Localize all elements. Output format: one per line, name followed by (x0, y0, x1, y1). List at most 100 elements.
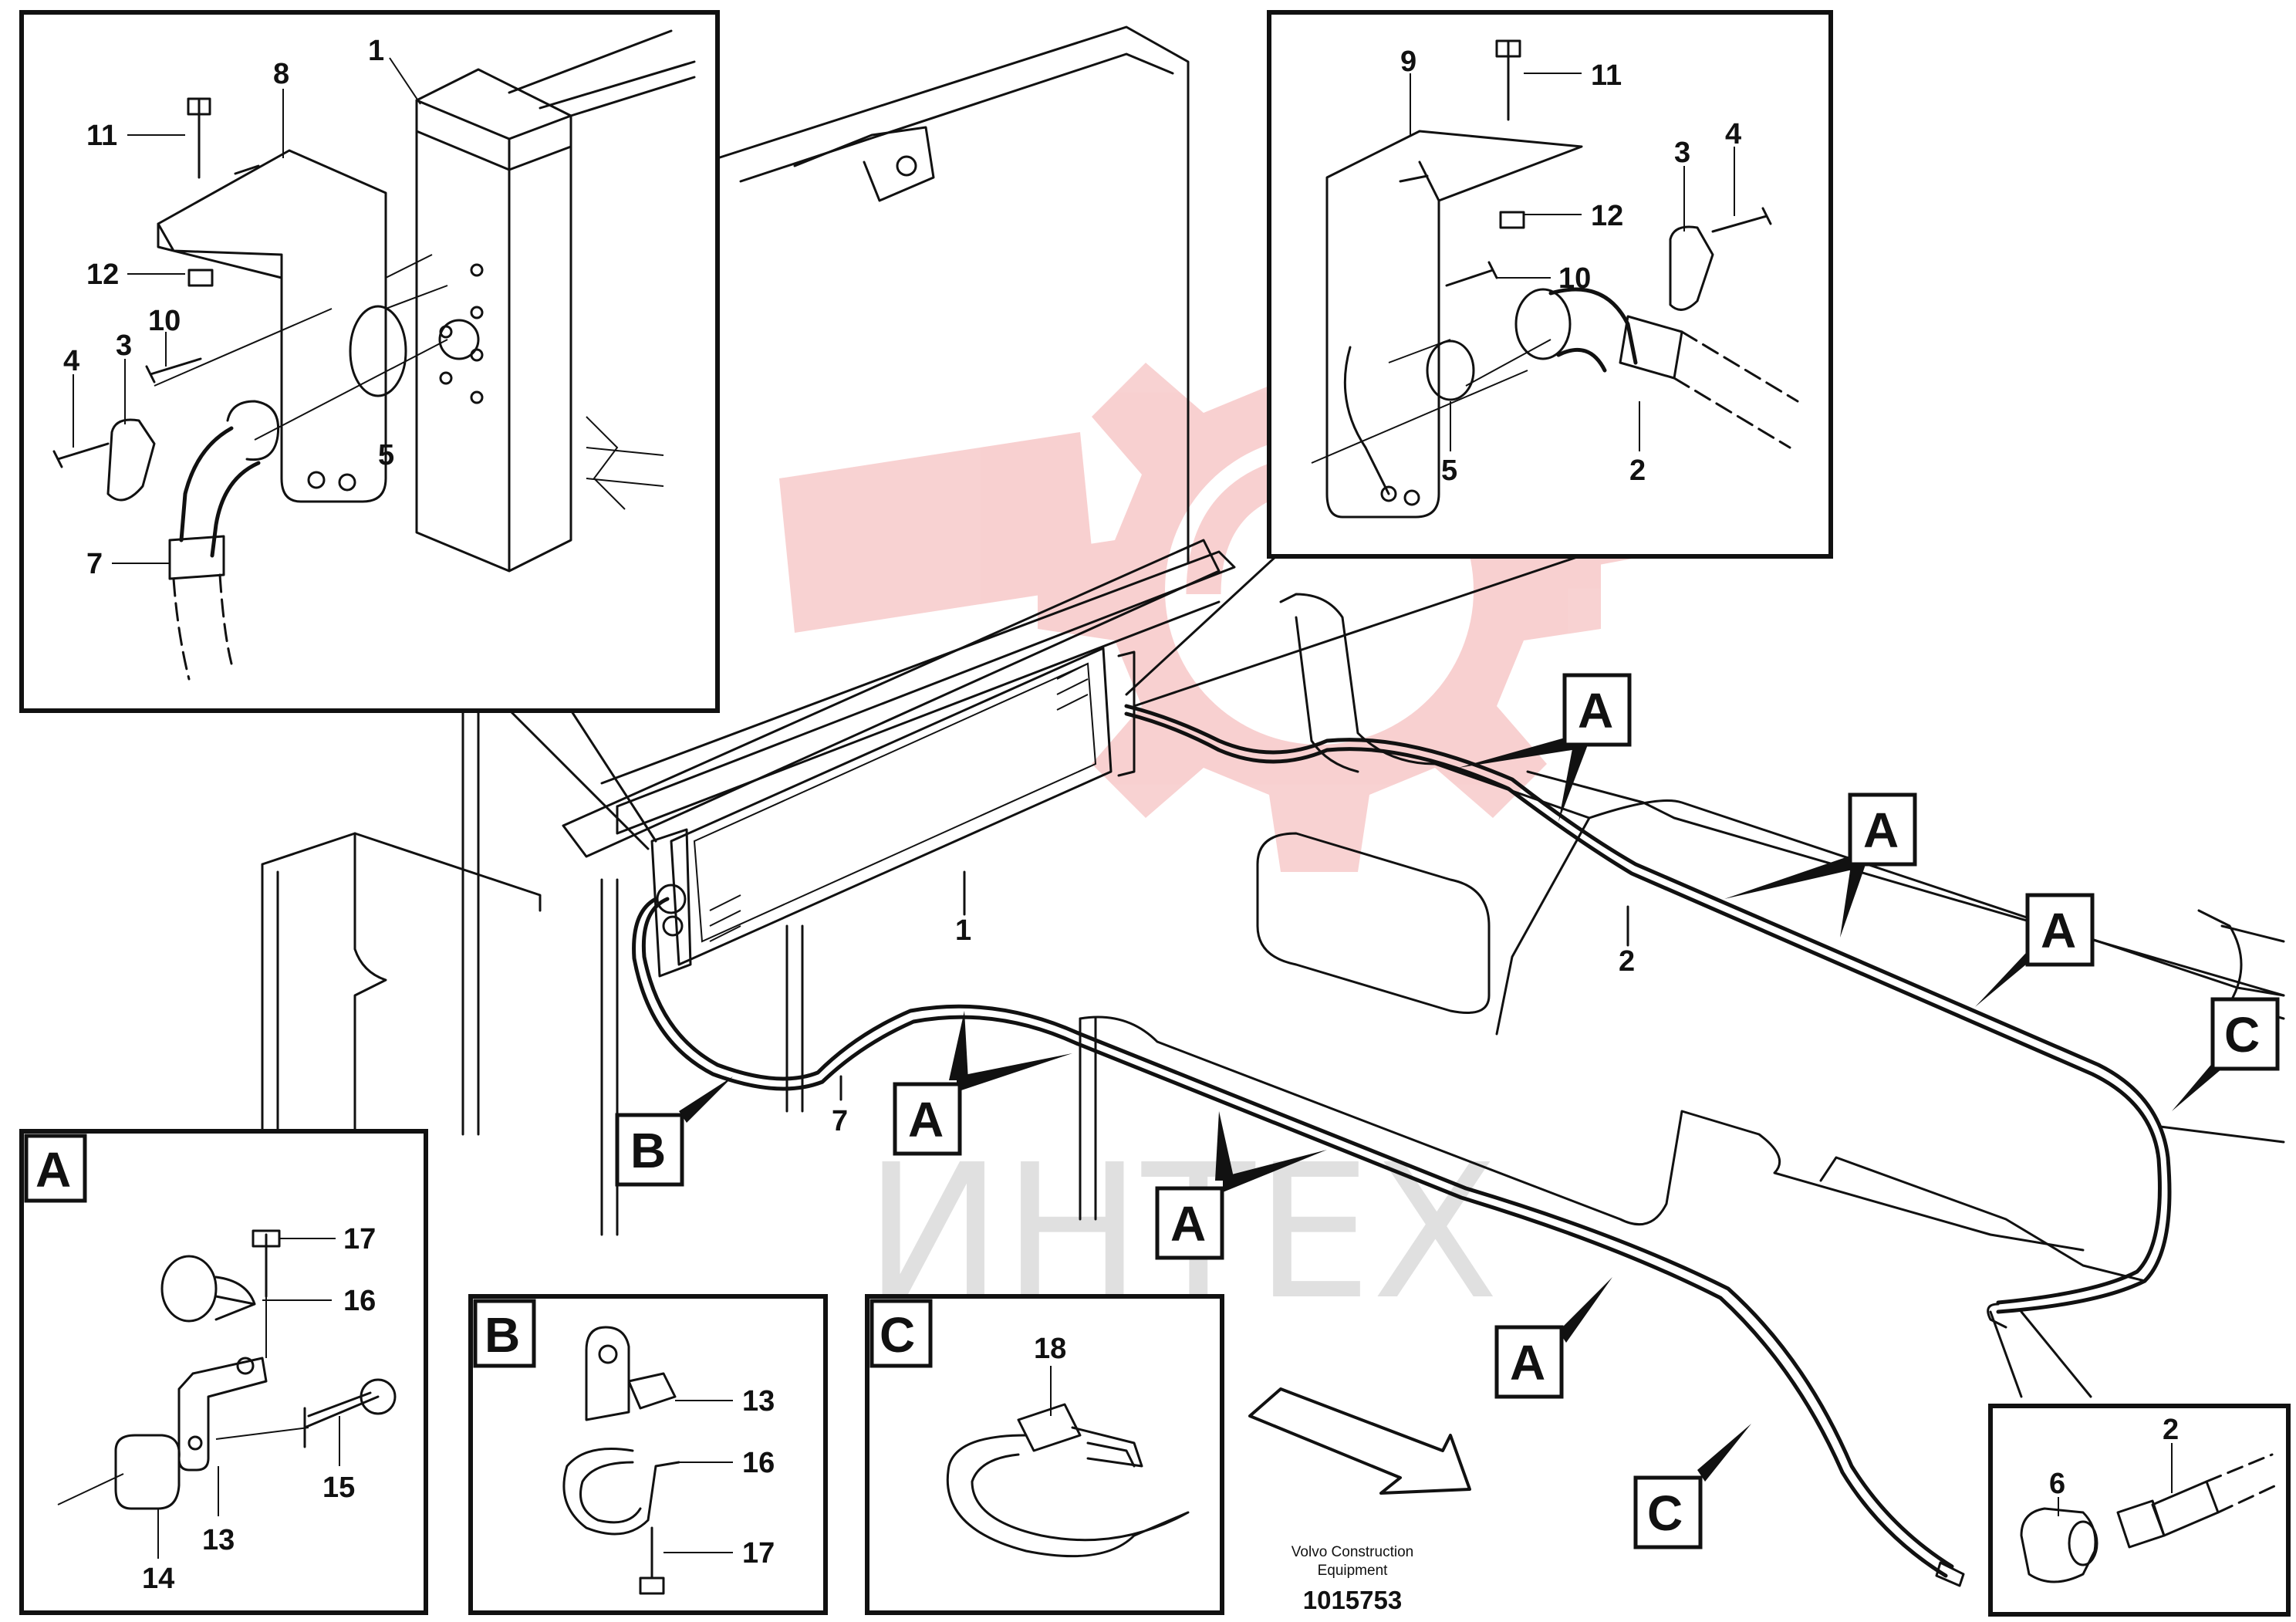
tank-outline (1495, 770, 2285, 1036)
frame-left-panel (261, 832, 542, 1136)
inset-tl-label-8: 8 (273, 58, 289, 90)
battery-box (1256, 832, 1491, 1014)
detail-b-tab (585, 1326, 630, 1421)
inset-tl-bracket-hole-1 (338, 473, 356, 492)
detail-a-title: A (35, 1142, 71, 1198)
detail-a-label-13: 13 (202, 1524, 235, 1556)
inset-tl-bolt-11 (187, 97, 211, 179)
inset-tl-hose-tail (172, 573, 233, 681)
tag-a-4: A (893, 1011, 1072, 1156)
cooler-port-2 (662, 915, 684, 937)
tag-c-2: C (1633, 1424, 1751, 1549)
detail-c-title: C (880, 1307, 915, 1363)
detail-b-bolt-17 (639, 1526, 665, 1595)
cab-bracket-hole (896, 155, 917, 177)
inset-tr-bolt-11 (1495, 39, 1521, 121)
detail-b-nut-13 (627, 1372, 677, 1410)
detail-c-label-18: 18 (1034, 1333, 1066, 1365)
detail-a-bracket-hole-2 (187, 1435, 203, 1451)
cab-panel-outline (716, 25, 1190, 565)
inset-tl-label-10: 10 (148, 305, 181, 337)
inset-tl-label-12: 12 (86, 259, 119, 291)
inset-tr-bolt-10 (1445, 261, 1498, 287)
hose-2-fitting (1987, 1303, 2007, 1329)
callout-left-line-1 (496, 697, 650, 850)
detail-a-grommet (160, 1255, 218, 1323)
frame-column-c (785, 924, 804, 1113)
inset-tl-washer-12 (187, 269, 214, 287)
tag-a-6-text: A (1510, 1335, 1545, 1391)
inset-tr-bracket-cutout (1343, 346, 1390, 495)
detail-a-label-16: 16 (343, 1285, 376, 1317)
tag-b-main-text: B (630, 1123, 666, 1178)
detail-view-c: C 18 (865, 1294, 1224, 1615)
frame-left-step (353, 832, 387, 1136)
inset-tl-cooler-holes (438, 263, 484, 404)
inset-tl-label-3: 3 (116, 329, 132, 362)
detail-a-spacer-14 (114, 1434, 181, 1510)
cooler-core (693, 662, 1097, 943)
detail-b-title-box (473, 1299, 536, 1368)
inset-tl-fins (586, 416, 664, 510)
inset-tr-label-5: 5 (1441, 454, 1457, 487)
inset-top-left-frame (19, 10, 720, 713)
detail-a-label-15: 15 (322, 1472, 355, 1504)
main-label-7: 7 (832, 1105, 848, 1137)
main-label-1: 1 (955, 914, 971, 947)
tag-a-1-text: A (1578, 683, 1613, 738)
detail-a-align (57, 1296, 309, 1505)
detail-c-lever (1086, 1441, 1136, 1468)
footer-doc-number: 1015753 (1303, 1586, 1402, 1614)
forward-direction-arrow-icon (1248, 1387, 1471, 1495)
fender-outline (1279, 593, 2285, 997)
hose-7-inner (632, 897, 1948, 1578)
inset-tl-bracket-8 (157, 149, 387, 503)
inset-tl-hose-elbow (179, 426, 261, 558)
tag-a-2: A (1724, 792, 1917, 938)
cooler-fins-right (1056, 663, 1089, 711)
inset-tl-label-11: 11 (86, 120, 117, 152)
inset-tl-label-4: 4 (63, 345, 79, 377)
tag-a-4-text: A (908, 1092, 944, 1147)
inset-tl-leader-1 (389, 57, 421, 105)
inset-tr-label-10: 10 (1558, 262, 1591, 295)
detail-c-strap (946, 1434, 1190, 1558)
callout-right-line-1 (1125, 554, 1278, 696)
inset-tr-hose-tail (1673, 330, 1799, 449)
detail-view-a: A 17 16 15 13 14 (19, 1129, 428, 1615)
callout-lines (496, 554, 2092, 1398)
cab-bracket (793, 126, 935, 202)
inset-tr-label-4: 4 (1725, 118, 1741, 150)
inset-tr-washer-12 (1499, 211, 1525, 229)
cooler-inlet-port (656, 884, 687, 914)
inset-tl-bracket-slot (234, 164, 260, 175)
inset-tr-flange-2 (1514, 288, 1572, 360)
cooler-end-plate (650, 828, 692, 978)
hose-2-inner (1124, 711, 2162, 1305)
inset-tr-clamp-3 (1669, 225, 1714, 311)
inset-tl-flange (226, 400, 280, 461)
detail-b-tab-hole (598, 1344, 618, 1364)
tag-a-2-text: A (1863, 803, 1899, 858)
callout-c-line-2 (2020, 1310, 2092, 1398)
hose-2 (1124, 704, 2172, 1314)
section-tags: A A A A A A (615, 673, 2280, 1549)
callout-left-line-2 (562, 697, 657, 843)
inset-tl-bolt-10 (145, 357, 202, 384)
detail-b-clamp-16 (562, 1448, 680, 1536)
cab-panel-inner (739, 52, 1174, 183)
hose-7 (641, 897, 1954, 1569)
detail-c-title-box (869, 1299, 933, 1368)
inset-tr-bolt-4 (1711, 207, 1772, 233)
detail-a-clip-16 (214, 1276, 256, 1321)
inset-tl-label-7: 7 (86, 548, 103, 580)
detail-end-hose (2205, 1453, 2277, 1514)
frame-rail-upper (600, 550, 1236, 808)
callout-right-line-2 (1133, 554, 1583, 708)
detail-b-title: B (485, 1307, 520, 1363)
callout-c-line-1 (1989, 1310, 2023, 1398)
tag-a-3: A (1975, 893, 2095, 1007)
deck-outline (1079, 1015, 2085, 1252)
inset-top-right: 9 11 12 10 3 4 5 2 (1267, 10, 1833, 559)
